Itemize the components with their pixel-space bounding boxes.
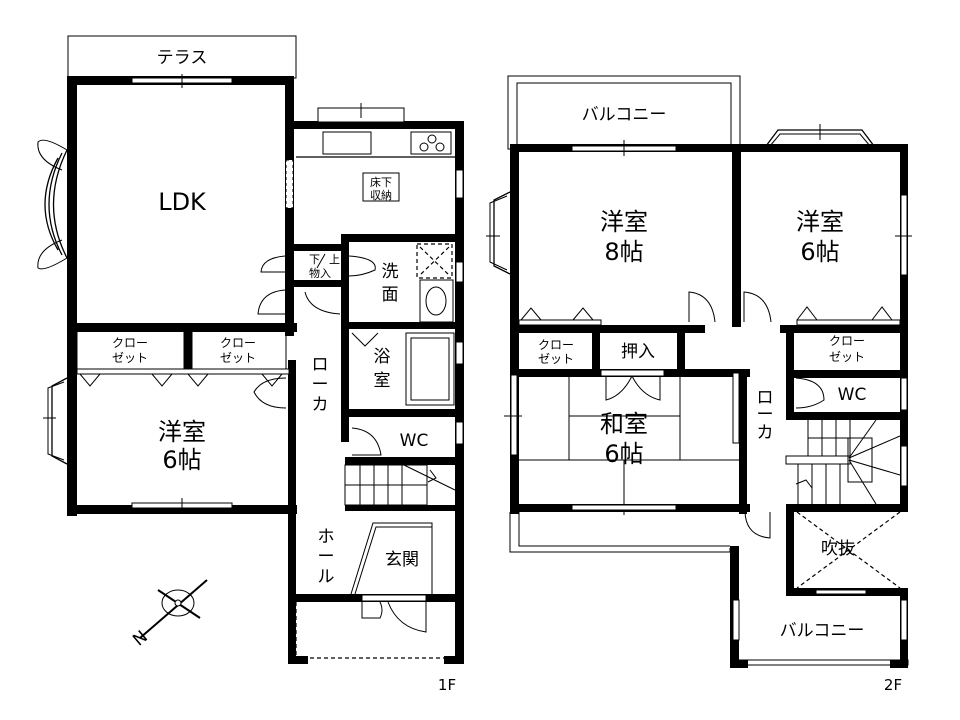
- compass: N: [129, 579, 208, 650]
- wall: [455, 121, 464, 661]
- stairs: [344, 464, 456, 506]
- storage-label: 物入: [309, 266, 331, 280]
- bay-window: [51, 377, 68, 465]
- balcony-label: バルコニー: [582, 105, 667, 125]
- washer-space: [416, 243, 453, 279]
- wall: [67, 76, 77, 516]
- bathtub: [405, 332, 455, 406]
- japanese-room-label: 和室: [600, 410, 648, 438]
- wash-basin: [419, 279, 454, 323]
- entry-door[interactable]: [387, 601, 427, 633]
- oshiire-label: 押入: [621, 342, 655, 362]
- japanese-room-size: 6帖: [604, 440, 643, 468]
- door[interactable]: [688, 291, 716, 323]
- closet-label: ゼット: [220, 351, 256, 365]
- ldk-label: LDK: [158, 188, 207, 216]
- hall-label: ホ: [318, 527, 335, 547]
- wc-label: WC: [400, 431, 429, 451]
- storage-up-label: 上: [329, 253, 340, 266]
- atrium-label: 吹抜: [821, 539, 855, 559]
- corridor-label: カ: [757, 423, 774, 443]
- hall-label: ー: [318, 547, 335, 567]
- door[interactable]: [257, 289, 286, 315]
- oshiire-door[interactable]: [605, 375, 661, 401]
- door[interactable]: [348, 255, 376, 277]
- balcony-label: バルコニー: [780, 621, 865, 641]
- floor-1: テラス 床下 収納 LDK: [37, 35, 464, 694]
- bedroom-size: 6帖: [162, 446, 201, 474]
- closet-label: ゼット: [538, 352, 574, 366]
- entrance-label: 玄関: [385, 550, 419, 570]
- corridor-label: ロ: [757, 388, 774, 408]
- door[interactable]: [743, 291, 772, 323]
- terrace-label: テラス: [157, 48, 208, 68]
- corridor-label: ー: [312, 375, 329, 395]
- stove: [410, 131, 452, 155]
- sink: [322, 131, 372, 155]
- floor-2: バルコニー 洋室 8帖 洋室 6帖 クロー ゼット 押入: [486, 75, 912, 694]
- wall: [341, 234, 459, 242]
- closet-label: クロー: [220, 336, 256, 350]
- door[interactable]: [744, 511, 771, 539]
- storage-down-label: 下: [309, 253, 320, 266]
- wall: [294, 121, 464, 129]
- bedroom-6-label: 洋室: [796, 208, 844, 236]
- closet-label: ゼット: [829, 350, 865, 364]
- door[interactable]: [795, 377, 825, 409]
- door[interactable]: [260, 255, 286, 273]
- bathroom-label: 室: [374, 371, 391, 391]
- bedroom-6-size: 6帖: [800, 238, 839, 266]
- floor-label-1f: 1F: [438, 676, 456, 694]
- bedroom-8-size: 8帖: [604, 238, 643, 266]
- corridor-label: ロ: [312, 355, 329, 375]
- hall-label: ル: [318, 567, 335, 587]
- underfloor-storage-label: 収納: [370, 189, 392, 202]
- floor-label-2f: 2F: [884, 676, 902, 694]
- closet-label: クロー: [829, 334, 865, 348]
- bedroom-label: 洋室: [158, 418, 206, 446]
- door[interactable]: [253, 377, 287, 409]
- underfloor-storage-box: [362, 172, 400, 202]
- closet-label: ゼット: [112, 351, 148, 365]
- bedroom-8-label: 洋室: [600, 208, 648, 236]
- washroom-label: 面: [382, 285, 399, 305]
- stairs: [785, 419, 901, 505]
- wall: [341, 234, 349, 442]
- entry-door[interactable]: [361, 601, 383, 619]
- wall: [288, 360, 296, 660]
- closet-label: クロー: [112, 336, 148, 350]
- underfloor-storage-label: 床下: [370, 175, 392, 189]
- closet-label: クロー: [538, 338, 574, 352]
- washroom-label: 洗: [382, 262, 399, 282]
- bay-window: [37, 139, 68, 270]
- entrance-step: [350, 522, 433, 595]
- corridor-label: カ: [312, 395, 329, 415]
- wc-label: WC: [838, 385, 867, 405]
- door[interactable]: [351, 427, 382, 456]
- bathroom-label: 浴: [374, 347, 391, 367]
- wall: [67, 323, 297, 332]
- corridor-label: ー: [757, 405, 774, 425]
